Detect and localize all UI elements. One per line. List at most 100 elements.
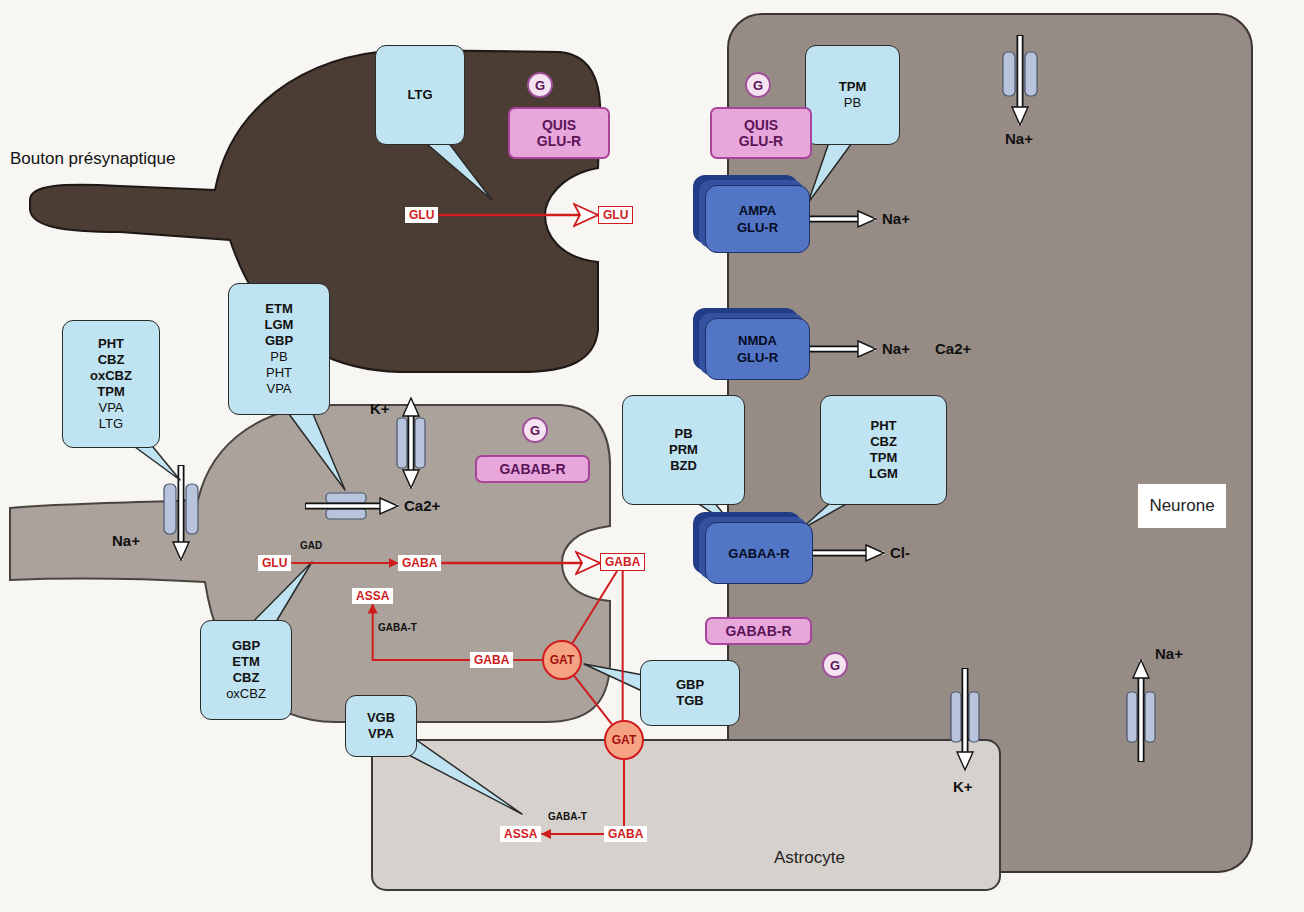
enzyme-name: GABA-T	[378, 622, 417, 634]
node-label: GAT	[550, 653, 574, 667]
ion-symbol: Na+	[1005, 130, 1033, 148]
node-label: GABAB-R	[499, 461, 565, 477]
label-holder: Na+	[1005, 130, 1033, 148]
ion-symbol: Na+	[882, 210, 910, 228]
cleft-transmitter-box: GABA	[600, 553, 645, 571]
node-label: GLU-R	[737, 219, 778, 236]
label-holder: K+	[953, 778, 973, 796]
cleft-transmitter-box: GLU	[598, 206, 633, 224]
drug-abbreviation: PRM	[669, 442, 698, 458]
drug-abbreviation: PHT	[266, 365, 292, 381]
pathway-arrow	[441, 562, 600, 565]
drug-abbreviation: VGB	[367, 710, 395, 726]
drug-abbreviation: GBP	[676, 677, 704, 693]
receptor-channel: AMPAGLU-R	[705, 185, 810, 253]
ion-symbol: Na+	[1155, 645, 1183, 663]
node-label: GABA	[605, 555, 640, 569]
drug-callout: PHTCBZTPMLGM	[820, 395, 947, 505]
drug-abbreviation: LTG	[407, 87, 432, 103]
receptor-tag: QUIS GLU-R	[710, 107, 812, 159]
g-protein-circle: G	[522, 417, 548, 443]
ion-symbol: Na+	[882, 340, 910, 358]
g-protein-circle: G	[745, 72, 771, 98]
ion-symbol: Ca2+	[404, 497, 440, 515]
callout-tails	[105, 125, 880, 814]
node-label: QUIS GLU-R	[533, 117, 585, 149]
label-holder: Cl-	[890, 544, 910, 562]
sodium-channel	[1003, 35, 1037, 125]
ion-flow-arrow	[1018, 36, 1022, 125]
node-label: G	[753, 78, 763, 93]
drug-abbreviation: GBP	[232, 638, 260, 654]
gaba-transporter: GAT	[542, 640, 582, 680]
ion-symbol: Ca2+	[935, 340, 971, 358]
edge-label-holder: GABA-T	[548, 811, 587, 823]
pathway-arrow	[438, 214, 598, 217]
sodium-channel	[164, 465, 198, 560]
ion-flow-arrow	[409, 398, 413, 488]
drug-abbreviation: LTG	[99, 416, 123, 432]
drug-abbreviation: VPA	[266, 381, 291, 397]
drug-abbreviation: PB	[844, 95, 861, 111]
node-label: NMDA	[738, 332, 777, 349]
pathway-arrow	[291, 562, 398, 564]
drug-abbreviation: PHT	[98, 336, 124, 352]
drug-callout: TPMPB	[805, 45, 900, 145]
edge-label-holder: GAD	[300, 540, 322, 552]
node-label: GLU	[603, 208, 628, 222]
receptor-tag: QUIS GLU-R	[508, 107, 610, 159]
g-protein-circle: G	[527, 72, 553, 98]
node-label: GABAB-R	[725, 623, 791, 639]
channel-subunit	[164, 484, 176, 534]
drug-abbreviation: VPA	[98, 400, 123, 416]
channel-subunit	[1145, 692, 1155, 742]
ion-flow-arrow	[800, 217, 876, 221]
label-holder: K+	[370, 400, 390, 418]
drug-callout: GBPTGB	[640, 660, 740, 726]
drug-abbreviation: ETM	[265, 301, 292, 317]
metabolite-tag: ASSA	[500, 826, 541, 842]
astrocyte-body	[372, 740, 1000, 890]
gabaergic-bouton	[10, 405, 610, 722]
drug-abbreviation: ETM	[232, 654, 259, 670]
ion-flow-arrow	[800, 347, 876, 351]
node-label: GLU-R	[737, 349, 778, 366]
label-holder: Ca2+	[404, 497, 440, 515]
pathway-arrow	[373, 604, 470, 660]
drug-abbreviation: LGM	[869, 466, 898, 482]
pathway-arrow	[513, 659, 542, 661]
drug-abbreviation: oxCBZ	[90, 368, 132, 384]
channel-subunit	[186, 484, 198, 534]
potassium-channel	[951, 668, 979, 770]
edge-label-holder: GABA-T	[378, 622, 417, 634]
channel-subunit	[969, 692, 979, 742]
sodium-channel	[1127, 660, 1155, 762]
enzyme-name: GABA-T	[548, 811, 587, 823]
drug-abbreviation: PB	[270, 349, 287, 365]
node-label: GABA	[608, 827, 643, 841]
node-label: GLU	[262, 556, 287, 570]
node-label: ASSA	[356, 589, 389, 603]
part-name: Bouton présynaptique	[10, 150, 175, 168]
drug-callout: GBPETMCBZoxCBZ	[200, 620, 292, 720]
ion-flow-arrow	[1139, 660, 1143, 761]
label-holder: Bouton présynaptique	[10, 150, 175, 168]
metabolite-tag: GABA	[604, 826, 647, 842]
node-label: G	[535, 78, 545, 93]
node-label: GABA	[402, 556, 437, 570]
metabolite-tag: GABA	[470, 652, 513, 668]
ion-symbol: Cl-	[890, 544, 910, 562]
channel-subunit	[1003, 52, 1015, 96]
metabolite-tag: GLU	[258, 555, 291, 571]
channel-subunit	[1025, 52, 1037, 96]
metabolite-tag: ASSA	[352, 588, 393, 604]
label-holder: Na+	[1155, 645, 1183, 663]
ion-symbol: K+	[370, 400, 390, 418]
pathway-arrow	[574, 676, 611, 724]
node-label: GABA	[474, 653, 509, 667]
receptor-tag: GABAB-R	[705, 617, 812, 645]
drug-abbreviation: BZD	[670, 458, 697, 474]
ion-flow-arrow	[306, 504, 398, 508]
pathway-arrow	[622, 571, 624, 720]
